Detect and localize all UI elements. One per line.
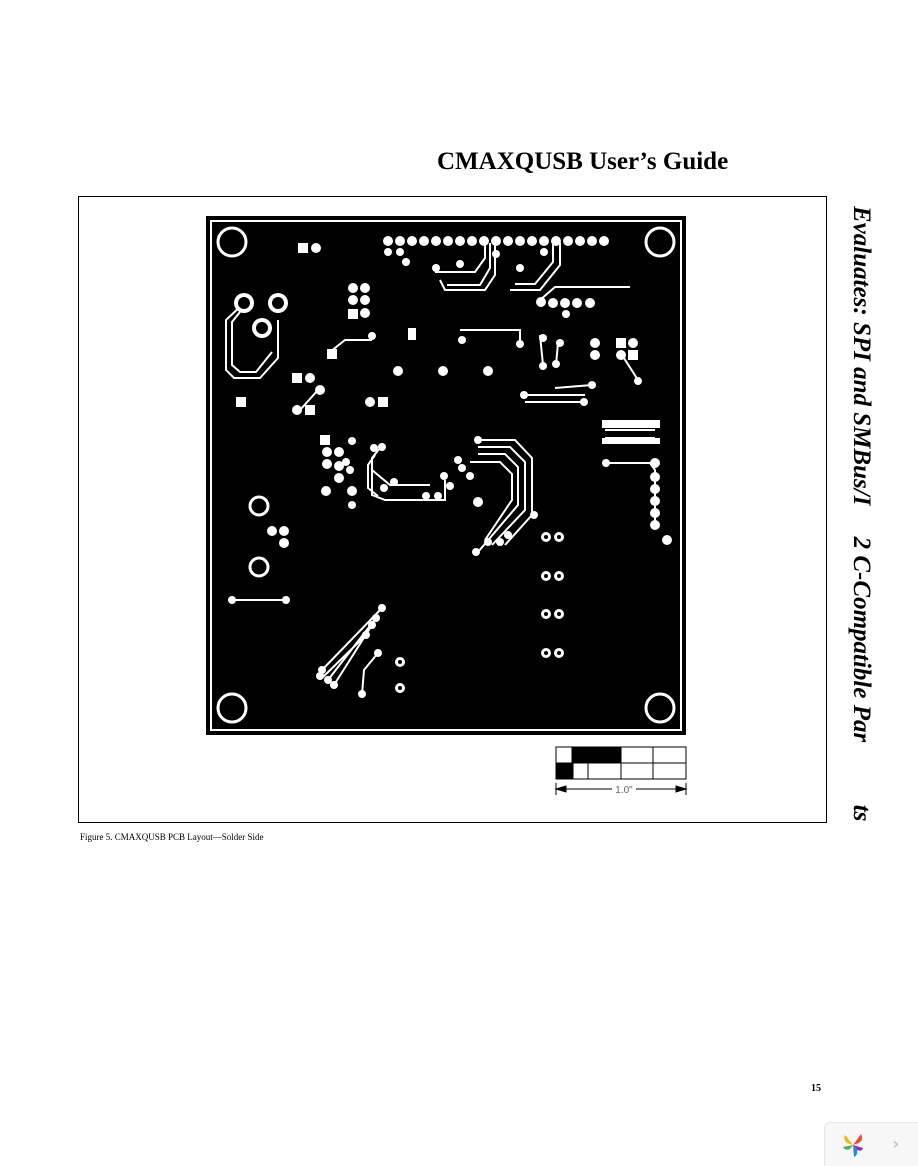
figure-caption: Figure 5. CMAXQUSB PCB Layout—Solder Sid… — [80, 832, 264, 842]
scale-label: 1.0" — [615, 785, 633, 796]
viewer-widget: › — [824, 1122, 918, 1166]
side-banner-title: Evaluates: SPI and SMBus/I 2 C-Compatibl… — [848, 206, 875, 822]
scale-bar — [554, 746, 688, 795]
next-page-icon[interactable]: › — [892, 1134, 900, 1153]
page-title: CMAXQUSB User’s Guide — [437, 148, 729, 175]
page-number: 15 — [811, 1083, 821, 1094]
viewer-logo-icon[interactable] — [839, 1131, 867, 1159]
figure-frame — [78, 196, 827, 823]
pcb-pads — [228, 236, 672, 698]
pad-holes — [238, 297, 561, 690]
pcb-traces — [225, 243, 656, 695]
mounting-holes — [216, 226, 676, 724]
